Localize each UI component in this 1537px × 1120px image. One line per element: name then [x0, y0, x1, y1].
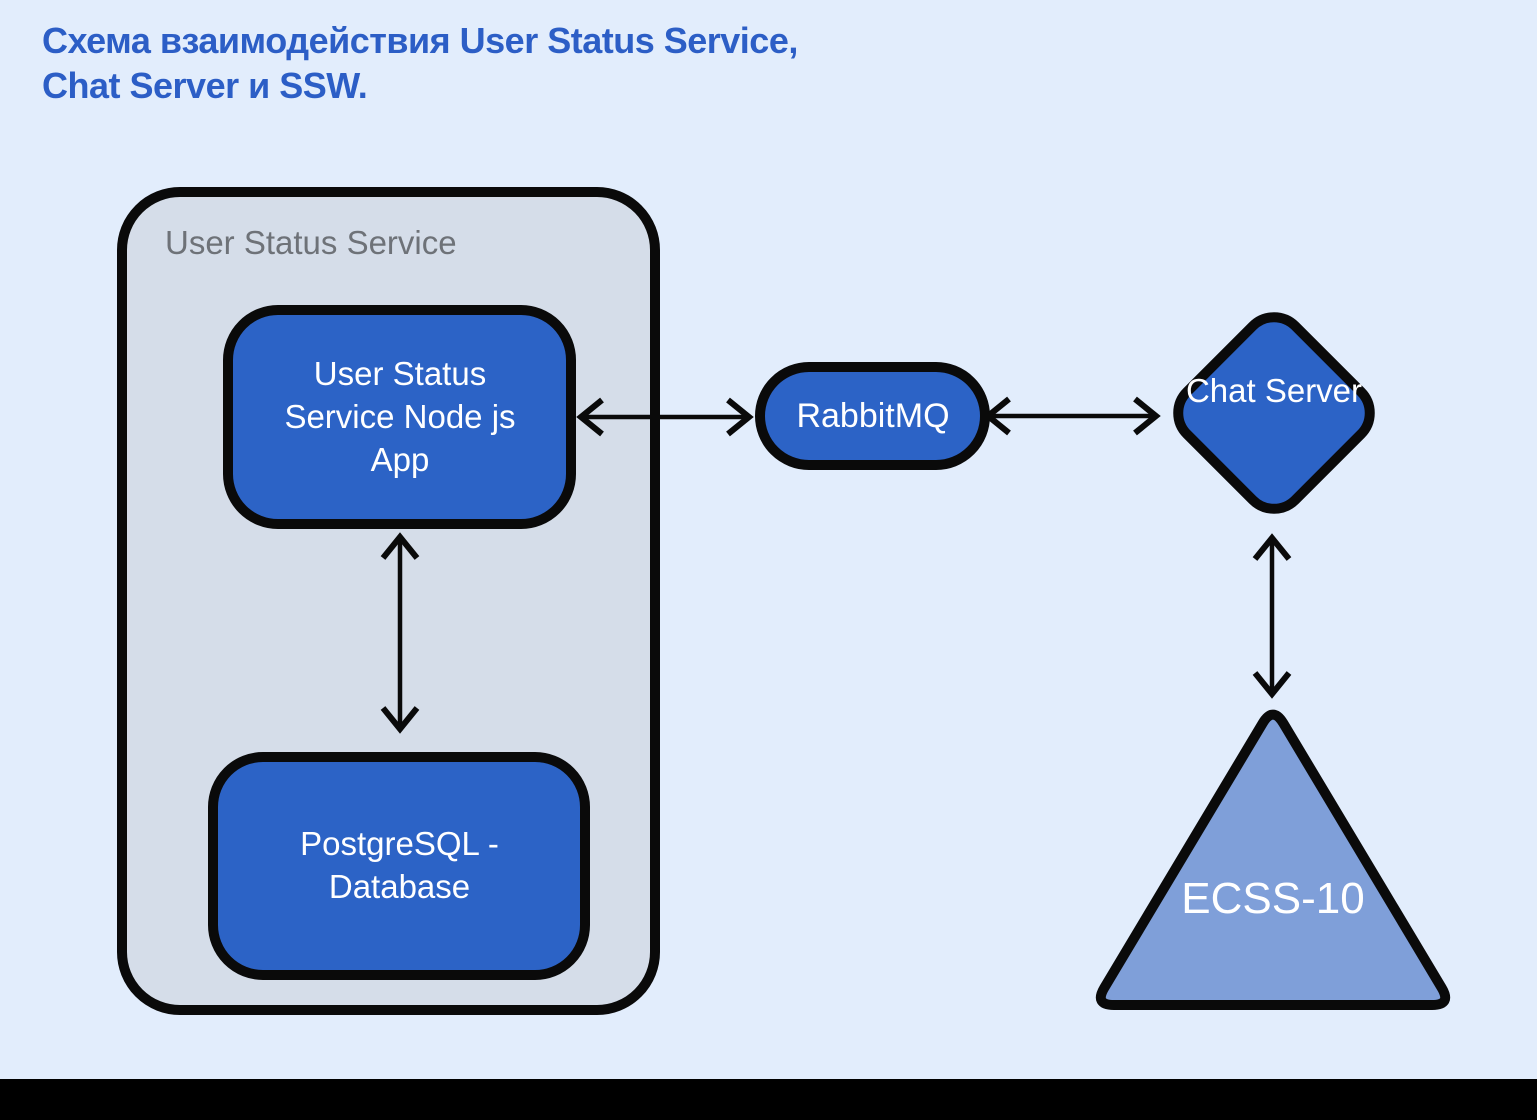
bottom-bar: [0, 1079, 1537, 1120]
node-chat-label: Chat Server: [1185, 372, 1363, 409]
node-database-label: PostgreSQL - Database: [300, 825, 499, 905]
node-queue-label: RabbitMQ: [796, 397, 950, 435]
edge-app-database: [380, 532, 420, 734]
node-ecss-label: ECSS-10: [1181, 874, 1365, 923]
node-database-shape: [208, 752, 590, 980]
edge-app-queue: [576, 397, 754, 437]
node-chat-shape: [1173, 312, 1375, 514]
page-title: Схема взаимодействия User Status Service…: [42, 18, 798, 108]
page-title-line1: Схема взаимодействия User Status Service…: [42, 20, 798, 61]
edge-queue-chat: [983, 396, 1161, 436]
node-ecss-shape: [1095, 709, 1451, 1010]
node-app-label: User Status Service Node js App: [284, 355, 516, 478]
edge-chat-ecss: [1252, 533, 1292, 699]
group-label: User Status Service: [165, 224, 457, 261]
page-title-line2: Chat Server и SSW.: [42, 65, 368, 106]
node-app-shape: [223, 305, 576, 529]
